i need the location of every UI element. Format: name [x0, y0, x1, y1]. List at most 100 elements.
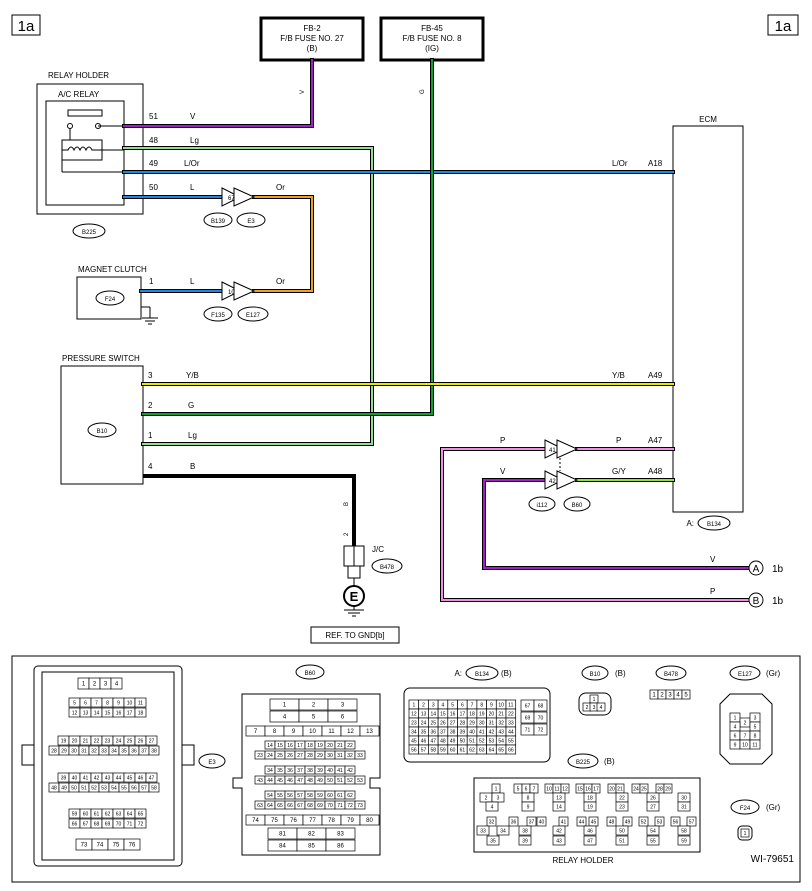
magnet-clutch-ground-icon [141, 306, 158, 325]
b134-pin-22: 22 [508, 711, 514, 717]
e3-pin-44: 44 [116, 775, 122, 781]
b60-pin-54: 54 [267, 793, 273, 799]
b134-pin-18: 18 [469, 711, 475, 717]
relay-holder-title: RELAY HOLDER [48, 71, 109, 80]
b60-pin-73-cell [354, 800, 366, 810]
b225-pin-3: 3 [497, 795, 500, 801]
e3-pin-45: 45 [127, 775, 133, 781]
b225-pin-19-cell [583, 801, 597, 812]
b134-pin-12: 12 [411, 711, 417, 717]
b225-pin-27-cell [646, 801, 660, 812]
b134-pin-38: 38 [450, 729, 456, 735]
b225-pin-44-cell [576, 816, 587, 827]
e127-pin-3: 3 [754, 715, 757, 721]
e3-pin-46: 46 [138, 775, 144, 781]
b225-pin-23-cell [615, 801, 629, 812]
e3-pin-40: 40 [72, 775, 78, 781]
b60-pin-65: 65 [277, 803, 283, 809]
connector-pin-10: 10 [228, 290, 235, 296]
b225-pin-14: 14 [556, 804, 562, 810]
connector-bubble-e3 [236, 212, 266, 228]
connector-bubble-e127 [237, 306, 269, 322]
output-a-ref: 1b [772, 564, 784, 575]
b10-pin-3: 3 [593, 705, 596, 711]
ground-label: E [350, 589, 359, 604]
wire-v-fuse-label: V [300, 90, 306, 94]
e3-pin-51: 51 [81, 785, 87, 791]
e127-pin-7: 7 [744, 733, 747, 739]
b60-pin-19: 19 [317, 743, 323, 749]
pin-48: 48 [149, 136, 158, 145]
b60-pin-11: 11 [328, 729, 335, 735]
e3-pin-16: 16 [116, 710, 122, 716]
e3-pin-21: 21 [83, 738, 89, 744]
e3-pin-55: 55 [121, 785, 127, 791]
pin-51: 51 [149, 112, 158, 121]
pin-49: 49 [149, 159, 158, 168]
e3-pin-38: 38 [151, 748, 157, 754]
b134-pin-43: 43 [498, 729, 504, 735]
e3-pin-17: 17 [127, 710, 133, 716]
b60-pin-29: 29 [317, 753, 323, 759]
wire-g-fill [142, 59, 433, 415]
ecm-connector-prefix: A: [686, 519, 694, 528]
b478-pin-1: 1 [652, 693, 656, 699]
ac-relay-title: A/C RELAY [58, 90, 100, 99]
e127-label: E127 [738, 672, 753, 678]
b225-pin-51-cell [615, 835, 629, 846]
wire-code-ps-3: Y/B [186, 371, 199, 380]
b60-pin-56: 56 [287, 793, 293, 799]
b60-pin-68: 68 [307, 803, 313, 809]
e3-pin-23: 23 [105, 738, 111, 744]
e3-pin-43: 43 [105, 775, 111, 781]
b60-pin-26: 26 [287, 753, 293, 759]
e3-pin-25: 25 [127, 738, 133, 744]
e3-pin-27: 27 [149, 738, 155, 744]
wire-g [141, 58, 434, 416]
e3-pin-4-cell [110, 677, 123, 690]
b134-pin-30: 30 [479, 720, 485, 726]
wire-g-fuse-label: G [420, 89, 426, 94]
e3-pin-72: 72 [138, 821, 144, 827]
e3-pin-42: 42 [94, 775, 100, 781]
e3-pin-18-cell [134, 707, 147, 718]
b225-pin-11: 11 [554, 786, 559, 792]
e127-pin-4: 4 [734, 724, 737, 730]
ac-relay-box [45, 100, 125, 206]
pin-ps-3: 3 [148, 371, 153, 380]
b225-pin-54: 54 [650, 828, 656, 834]
b60-pin-42-cell [344, 765, 356, 775]
b225-pin-8: 8 [527, 795, 530, 801]
inline-connector-10: 10 [221, 281, 256, 301]
b134-pin-68-cell [533, 699, 548, 712]
wire-code-ps-4: B [190, 462, 195, 471]
b60-pin-62: 62 [347, 793, 353, 799]
b225-pin-16: 16 [585, 786, 591, 792]
e3-pin-52: 52 [91, 785, 97, 791]
b134-pin-57: 57 [421, 747, 427, 753]
fuse-fb2-line2: F/B FUSE NO. 27 [280, 34, 344, 43]
connector-pin-41: 41 [549, 448, 556, 454]
joint-connector-bubble [371, 558, 403, 574]
e3-pin-32: 32 [91, 748, 97, 754]
b225-pin-56: 56 [673, 819, 679, 825]
e3-pin-59: 59 [72, 811, 78, 817]
b225-pin-44: 44 [579, 819, 585, 825]
pressure-switch-connector: B10 [97, 429, 108, 435]
b60-pin-85: 85 [308, 844, 315, 850]
e127-pin-6: 6 [734, 733, 737, 739]
wire-code-51: V [190, 112, 196, 121]
wire-b-vertical-label: B [344, 502, 350, 506]
b60-pin-8: 8 [273, 729, 277, 735]
b134-pin-51: 51 [469, 738, 475, 744]
f24-pin-1-cell [740, 828, 750, 838]
b134-pin-6: 6 [461, 702, 464, 708]
b60-pin-1: 1 [283, 703, 287, 709]
b134-pin-48: 48 [440, 738, 446, 744]
b134-pin-29: 29 [469, 720, 475, 726]
joint-connector-id: B478 [380, 565, 395, 571]
e3-pin-69: 69 [105, 821, 111, 827]
b225-pin-55: 55 [650, 838, 656, 844]
e3-pin-9: 9 [117, 700, 120, 706]
